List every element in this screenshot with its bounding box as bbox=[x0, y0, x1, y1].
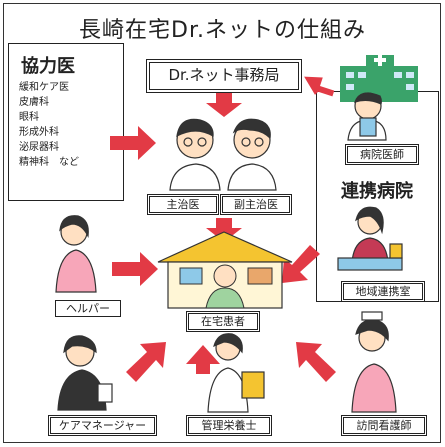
diagram-title: 長崎在宅Dr.ネットの仕組み bbox=[79, 18, 366, 43]
visiting-nurse-figure bbox=[351, 311, 397, 413]
arrow-hospital-to-office bbox=[304, 76, 335, 97]
hospital-heading: 連携病院 bbox=[341, 181, 413, 202]
dietitian-figure bbox=[207, 333, 265, 413]
dietitian-label: 管理栄養士 bbox=[186, 415, 272, 436]
care-manager-label: ケアマネージャー bbox=[48, 415, 157, 436]
diagram-frame bbox=[3, 3, 441, 443]
visiting-nurse-label: 訪問看護師 bbox=[341, 415, 427, 436]
specialty-item: 精神科 など bbox=[19, 157, 79, 168]
hospital-doctor-label: 病院医師 bbox=[345, 144, 419, 165]
hospital-doctor-figure bbox=[347, 92, 387, 141]
patient-label: 在宅患者 bbox=[186, 311, 260, 332]
arrow-doctors-to-patient bbox=[206, 218, 242, 242]
arrow-helper-to-patient bbox=[112, 252, 158, 286]
care-manager-figure bbox=[57, 335, 113, 411]
secondary-doctor-figure bbox=[227, 118, 277, 191]
primary-doctor-figure bbox=[169, 118, 221, 191]
arrow-nurse-to-patient bbox=[296, 342, 336, 382]
arrow-coop-to-doctors bbox=[110, 126, 156, 160]
liaison-staff-figure bbox=[337, 206, 403, 271]
arrow-caremanager-to-patient bbox=[126, 342, 166, 382]
specialty-item: 泌尿器科 bbox=[19, 142, 59, 153]
arrow-office-to-doctors bbox=[206, 93, 242, 117]
office-box: Dr.ネット事務局 bbox=[146, 59, 302, 93]
hospital-building-icon bbox=[340, 54, 418, 102]
cooperating-doctors-heading: 協力医 bbox=[21, 56, 75, 77]
liaison-office-label: 地域連携室 bbox=[341, 281, 425, 302]
helper-label: ヘルパー bbox=[55, 300, 121, 317]
secondary-doctor-label: 副主治医 bbox=[220, 194, 292, 215]
specialty-item: 眼科 bbox=[19, 112, 39, 123]
helper-figure bbox=[55, 215, 97, 293]
patient-house-icon bbox=[157, 231, 293, 309]
arrow-hospital-to-patient bbox=[282, 245, 320, 283]
specialty-list: 緩和ケア医 皮膚科 眼科 形成外科 泌尿器科 精神科 など bbox=[19, 80, 79, 170]
primary-doctor-label: 主治医 bbox=[147, 194, 219, 215]
specialty-item: 皮膚科 bbox=[19, 97, 49, 108]
specialty-item: 緩和ケア医 bbox=[19, 82, 69, 93]
arrow-dietitian-to-patient bbox=[186, 345, 220, 374]
cooperating-doctors-box: 協力医 緩和ケア医 皮膚科 眼科 形成外科 泌尿器科 精神科 など bbox=[8, 43, 124, 201]
specialty-item: 形成外科 bbox=[19, 127, 59, 138]
